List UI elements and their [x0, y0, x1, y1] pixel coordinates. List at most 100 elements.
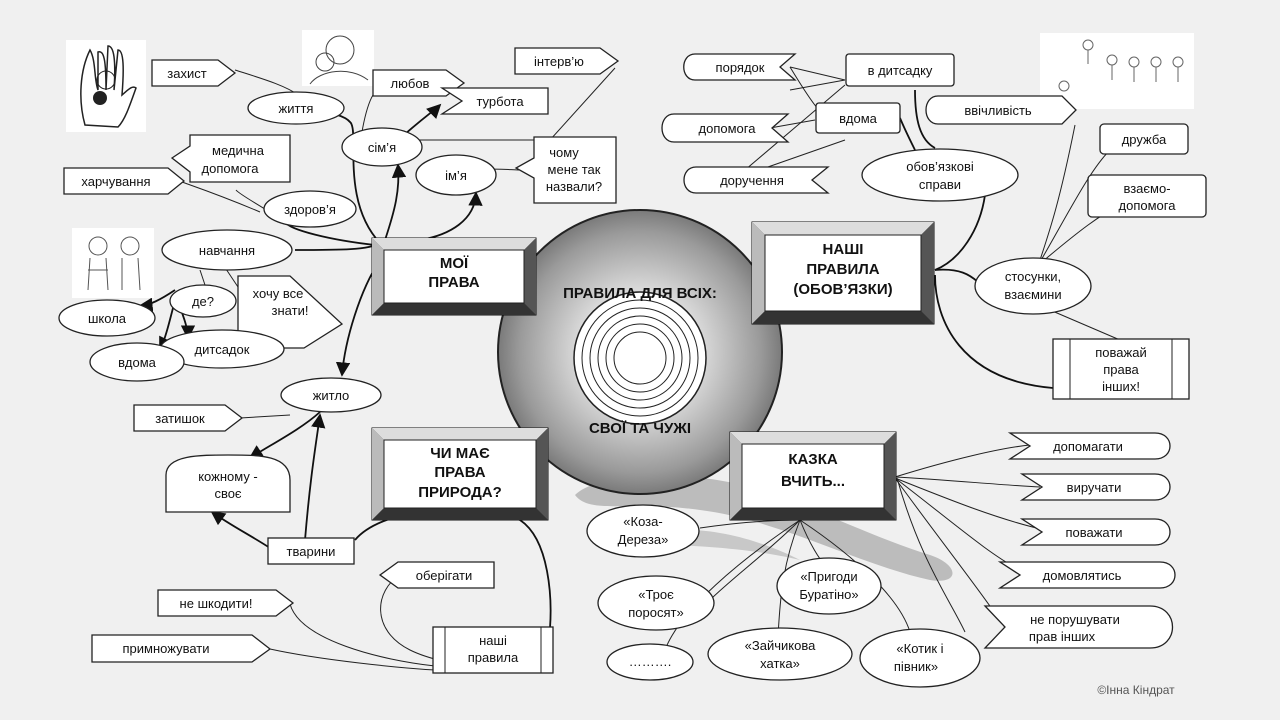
block-my-rights-line2: ПРАВА — [428, 274, 479, 291]
node-help: допомога — [661, 113, 790, 143]
node-our-rules-small: наші правила — [432, 626, 554, 674]
node-help-label: допомога — [699, 121, 757, 136]
node-want-know-line1: хочу все — [253, 286, 304, 301]
node-want-know-line2: знати! — [272, 303, 309, 318]
node-no-harm-label: не шкодити! — [180, 596, 253, 611]
node-tale-goat: «Коза- Дереза» — [586, 504, 700, 558]
node-interview-label: інтерв’ю — [534, 54, 584, 69]
center-top-label: ПРАВИЛА ДЛЯ ВСІХ: — [563, 285, 717, 302]
node-lesson-rescue-label: виручати — [1067, 480, 1122, 495]
node-lesson-respect-label: поважати — [1065, 525, 1122, 540]
block-our-rules-line2: ПРАВИЛА — [806, 261, 879, 278]
node-tale-pinocchio-line2: Буратіно» — [799, 587, 858, 602]
node-lesson-help-label: допомагати — [1053, 439, 1123, 454]
node-family: сім’я — [341, 127, 423, 167]
node-at-home-label: вдома — [839, 111, 878, 126]
node-tale-hare: «Зайчикова хатка» — [707, 627, 853, 681]
node-comfort-label: затишок — [155, 411, 205, 426]
node-preserve-label: оберігати — [416, 568, 473, 583]
mother-child-image — [302, 30, 374, 86]
node-respect-rights-line2: права — [1103, 362, 1139, 377]
node-duty-tasks: обов’язкові справи — [861, 148, 1019, 202]
block-our-rules-line1: НАШІ — [823, 241, 864, 258]
node-in-kg-label: в дитсадку — [868, 63, 933, 78]
node-mutual-help-line1: взаємо- — [1123, 181, 1170, 196]
block-tale-line2: ВЧИТЬ... — [781, 473, 845, 490]
node-tale-hare-line2: хатка» — [760, 656, 800, 671]
node-tale-cat-line1: «Котик і — [896, 641, 943, 656]
block-nature-line2: ПРАВА — [434, 464, 485, 481]
node-respect-rights: поважай права інших! — [1052, 338, 1190, 400]
node-nutrition: харчування — [63, 167, 186, 195]
node-lesson-not-violate: не порушувати прав інших — [983, 605, 1173, 649]
node-lesson-agree: домовлятись — [997, 561, 1176, 589]
node-tale-pigs-line2: поросят» — [628, 605, 683, 620]
node-tale-hare-line1: «Зайчикова — [745, 638, 816, 653]
node-tale-pigs-line1: «Троє — [638, 587, 674, 602]
node-school: школа — [58, 299, 156, 337]
node-lesson-not-violate-line1: не порушувати — [1030, 612, 1120, 627]
node-why-named-line2: мене так — [548, 162, 601, 177]
node-friendship: дружба — [1099, 123, 1189, 155]
node-tale-pigs: «Троє поросят» — [597, 575, 715, 631]
node-home-label: вдома — [118, 355, 157, 370]
block-my-rights: МОЇ ПРАВА — [371, 237, 537, 316]
node-kindergarten: дитсадок — [159, 329, 285, 369]
node-medical-line1: медична — [212, 143, 265, 158]
crowd-image — [581, 299, 699, 417]
node-housing: житло — [280, 377, 382, 413]
center-disc: ПРАВИЛА ДЛЯ ВСІХ: СВОЇ ТА ЧУЖІ — [497, 209, 783, 495]
node-relations-line2: взаємини — [1004, 287, 1061, 302]
block-nature-line1: ЧИ МАЄ — [430, 445, 490, 462]
node-why-named-line3: назвали? — [546, 179, 602, 194]
node-life: життя — [247, 91, 345, 125]
node-care-label: турбота — [476, 94, 524, 109]
node-life-label: життя — [279, 101, 314, 116]
node-love-label: любов — [391, 76, 430, 91]
node-love: любов — [372, 69, 466, 97]
node-where-label: де? — [192, 294, 214, 309]
node-lesson-rescue: виручати — [1019, 473, 1171, 501]
node-respect-rights-line1: поважай — [1095, 345, 1146, 360]
node-name-label: ім’я — [445, 168, 467, 183]
node-duty-tasks-line1: обов’язкові — [906, 159, 974, 174]
node-politeness-label: ввічливість — [964, 103, 1032, 118]
block-our-rules: НАШІ ПРАВИЛА (ОБОВ’ЯЗКИ) — [751, 221, 935, 325]
node-family-label: сім’я — [368, 140, 396, 155]
node-animals: тварини — [267, 537, 355, 565]
node-care: турбота — [439, 87, 549, 115]
node-medical: медична допомога — [170, 134, 291, 183]
node-tale-pinocchio-line1: «Пригоди — [800, 569, 857, 584]
node-protection-label: захист — [167, 66, 206, 81]
node-at-home: вдома — [815, 102, 901, 134]
copyright: ©Інна Кіндрат — [1097, 683, 1175, 697]
node-tale-pinocchio: «Пригоди Буратіно» — [776, 557, 882, 615]
node-kindergarten-label: дитсадок — [195, 342, 250, 357]
swoosh-shadow — [575, 475, 953, 581]
node-lesson-respect: поважати — [1019, 518, 1171, 546]
node-politeness: ввічливість — [925, 95, 1077, 125]
node-each-own-line1: кожному - — [198, 469, 258, 484]
node-medical-line2: допомога — [202, 161, 260, 176]
node-lesson-help: допомагати — [1007, 432, 1171, 460]
node-why-named: чому мене так назвали? — [514, 136, 617, 204]
node-interview: інтерв’ю — [514, 47, 620, 75]
node-comfort: затишок — [133, 404, 244, 432]
node-our-rules-small-line1: наші — [479, 633, 507, 648]
node-why-named-line1: чому — [549, 145, 579, 160]
block-tale: КАЗКА ВЧИТЬ... — [729, 431, 897, 521]
node-home: вдома — [89, 342, 185, 382]
node-respect-rights-line3: інших! — [1102, 379, 1140, 394]
node-lesson-not-violate-line2: прав інших — [1029, 629, 1096, 644]
node-tale-goat-line2: Дереза» — [618, 532, 669, 547]
node-no-harm: не шкодити! — [157, 589, 295, 617]
block-nature: ЧИ МАЄ ПРАВА ПРИРОДА? — [371, 427, 549, 521]
node-multiply-label: примножувати — [123, 641, 210, 656]
node-school-label: школа — [88, 311, 127, 326]
node-multiply: примножувати — [91, 634, 272, 663]
node-animals-label: тварини — [287, 544, 336, 559]
block-tale-line1: КАЗКА — [788, 451, 838, 468]
children-row-image — [1040, 33, 1194, 109]
block-our-rules-line3: (ОБОВ’ЯЗКИ) — [793, 281, 892, 298]
